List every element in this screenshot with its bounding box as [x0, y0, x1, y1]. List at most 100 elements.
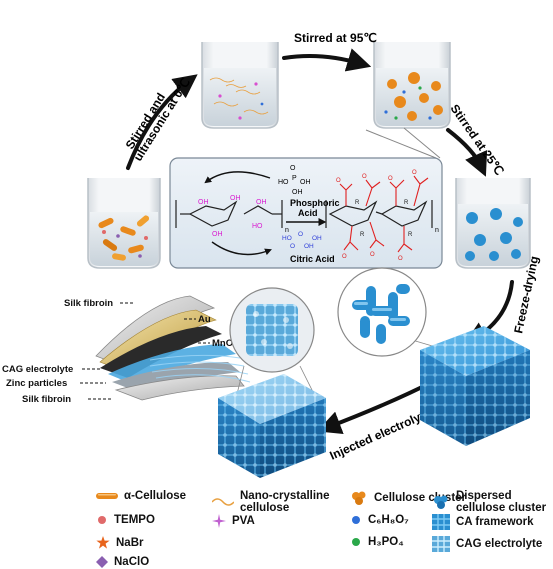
- svg-text:O: O: [370, 252, 375, 258]
- process-diagram: Stirred and ultrasonic at 0℃ Stirred at …: [2, 31, 541, 478]
- legend-label: C₆H₈O₇: [368, 514, 409, 526]
- ester-labels: O O O O O O O: [336, 170, 417, 262]
- label-cag-electrolyte: CAG electrolyte: [2, 364, 73, 375]
- label-silk-fibroin-top: Silk fibroin: [64, 298, 113, 309]
- beaker-clusters: [373, 42, 451, 129]
- label-silk-fibroin-bottom: Silk fibroin: [22, 394, 71, 405]
- oh-group: HO: [252, 223, 263, 230]
- orange-cluster-icon: [350, 490, 374, 506]
- svg-text:O: O: [412, 170, 417, 176]
- label-au: Au: [198, 314, 211, 325]
- legend-item-h3po4: H₃PO₄: [350, 536, 404, 548]
- svg-text:P: P: [292, 175, 297, 182]
- beaker-dispersed: [455, 178, 531, 269]
- polymer-subscript-left: n: [285, 227, 289, 234]
- nano-crystalline-fibers: [209, 77, 269, 115]
- orange-rod-icon: [96, 491, 124, 501]
- svg-text:R: R: [404, 200, 409, 206]
- ca-framework-cube: [420, 326, 530, 446]
- legend-item-naclo: NaClO: [96, 556, 149, 568]
- svg-text:R: R: [355, 200, 360, 206]
- svg-text:O: O: [362, 174, 367, 180]
- legend-label: Dispersed cellulose cluster: [456, 490, 547, 514]
- orange-cellulose-clusters: [387, 72, 443, 121]
- phosphoric-acid-label: Phosphoric: [290, 198, 340, 208]
- legend-label: NaClO: [114, 556, 150, 568]
- beaker-initial: [87, 178, 161, 269]
- svg-text:O: O: [388, 176, 393, 182]
- step-label-stir-25: Stirred at 25℃: [448, 102, 507, 178]
- cellulose-structure: [175, 200, 283, 228]
- oh-group: OH: [230, 195, 241, 202]
- svg-text:OH: OH: [304, 243, 314, 250]
- orange-star-icon: [96, 536, 116, 550]
- legend-label: Nano-crystalline cellulose: [240, 490, 330, 514]
- oh-group: OH: [256, 199, 267, 206]
- alpha-cellulose-rods: [98, 215, 150, 261]
- ca-framework-icon: [432, 514, 456, 530]
- oh-group: OH: [198, 199, 209, 206]
- legend-item-dispersed-cellulose-cluster: Dispersed cellulose cluster: [432, 490, 553, 514]
- blue-cluster-icon: [432, 494, 456, 510]
- cycle-arrow-top: [204, 171, 271, 184]
- svg-text:R: R: [360, 232, 365, 238]
- beaker-ultrasonic: [201, 42, 279, 129]
- arrow-to-25: [446, 128, 488, 177]
- citrate-groups: [343, 221, 413, 253]
- phosphate-groups: [339, 175, 429, 207]
- svg-text:O: O: [298, 231, 303, 238]
- cag-electrolyte-layer: [108, 344, 236, 384]
- svg-text:O: O: [336, 178, 341, 184]
- legend-item-ca-framework: CA framework: [432, 514, 534, 530]
- citric-acid-label: Citric Acid: [290, 254, 335, 264]
- cag-electrolyte-icon: [432, 536, 456, 552]
- legend-item-c6h8o7: C₆H₈O₇: [350, 514, 409, 526]
- step-label-injected-electrolyte: Injected electrolyte: [328, 406, 433, 463]
- svg-text:HO: HO: [282, 235, 292, 242]
- purple-diamond-icon: [96, 556, 114, 568]
- svg-text:O: O: [290, 165, 296, 172]
- svg-text:OH: OH: [292, 189, 303, 196]
- purple-star-icon: [212, 514, 232, 528]
- arrow-to-ultrasonic: [126, 74, 198, 170]
- polymer-subscript-right: n: [435, 227, 439, 234]
- legend-item-tempo: TEMPO: [96, 514, 155, 526]
- legend-item-cag-electrolyte: CAG electrolyte: [432, 536, 542, 552]
- legend-item-nano-crystalline-cellulose: Nano-crystalline cellulose: [212, 490, 352, 514]
- legend-label: CA framework: [456, 516, 534, 528]
- blue-dispersed-clusters: [465, 208, 523, 261]
- svg-text:O: O: [398, 256, 403, 262]
- cycle-arrow-bottom: [211, 241, 272, 256]
- blue-dot-icon: [350, 514, 368, 526]
- svg-text:OH: OH: [300, 179, 311, 186]
- step-label-stir-95: Stirred at 95℃: [294, 31, 377, 45]
- orange-wave-icon: [212, 497, 240, 507]
- arrow-to-95: [282, 48, 372, 72]
- electrolyte-waves: [149, 354, 251, 383]
- legend-item-alpha-cellulose: α-Cellulose: [96, 490, 186, 502]
- cag-magnified-view: [229, 287, 317, 399]
- cag-electrolyte-cube: [218, 374, 326, 478]
- svg-text:O: O: [342, 254, 347, 260]
- svg-text:O: O: [290, 243, 295, 250]
- legend-item-pva: PVA: [212, 514, 255, 528]
- pink-dot-icon: [96, 514, 114, 526]
- legend-label: TEMPO: [114, 514, 155, 526]
- svg-text:R: R: [408, 232, 413, 238]
- legend-item-nabr: NaBr: [96, 536, 143, 550]
- label-zinc-particles: Zinc particles: [6, 378, 67, 389]
- legend-label: PVA: [232, 515, 255, 527]
- svg-text:OH: OH: [312, 235, 322, 242]
- svg-text:HO: HO: [278, 179, 289, 186]
- legend-label: H₃PO₄: [368, 536, 404, 548]
- legend-label: NaBr: [116, 537, 144, 549]
- legend-label: CAG electrolyte: [456, 538, 543, 550]
- phosphoric-acid-label-2: Acid: [298, 208, 318, 218]
- flexible-battery-device: [95, 295, 251, 401]
- green-dot-icon: [350, 536, 368, 548]
